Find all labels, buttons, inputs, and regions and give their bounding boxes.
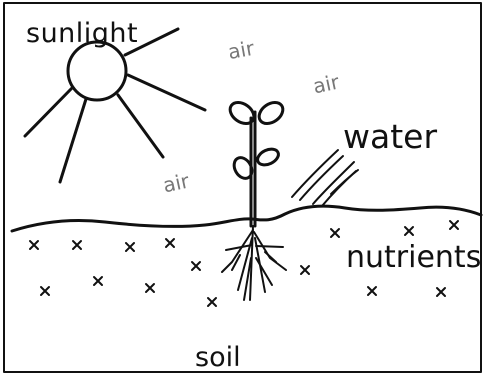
air-label: air [226,38,255,62]
water-label: water [343,120,437,153]
air-label: air [311,72,341,97]
roots-icon [222,226,286,300]
sun-icon [25,29,205,182]
plant-icon [226,98,287,226]
nutrients-label: nutrients [346,243,481,273]
air-label: air [161,171,191,196]
sunlight-label: sunlight [26,20,138,47]
soil-label: soil [195,344,241,371]
water-drops-icon [292,150,358,206]
ground-line [12,206,481,231]
